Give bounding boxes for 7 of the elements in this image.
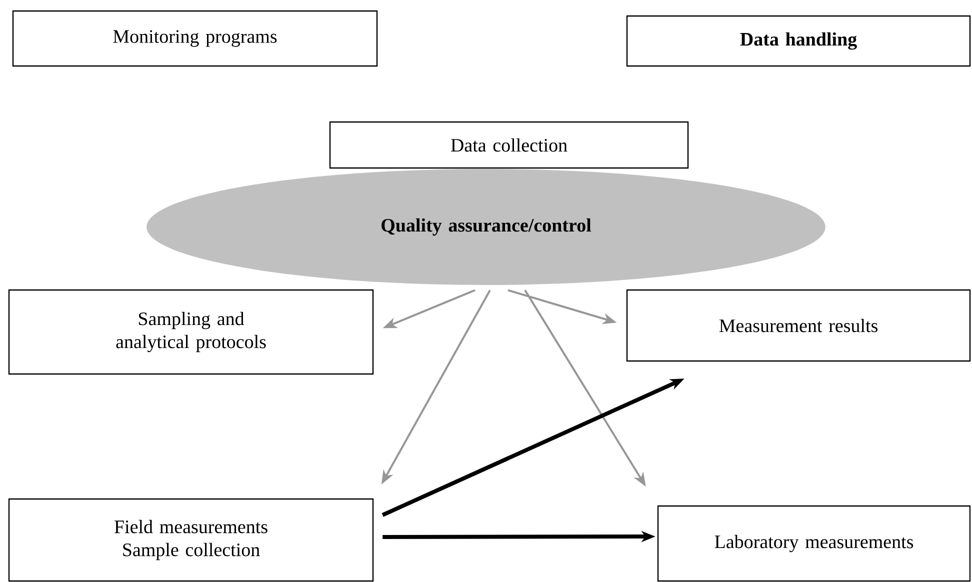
process-box: Data collection [329,121,689,169]
process-box: Field measurements Sample collection [8,498,374,582]
process-box: Monitoring programs [12,10,378,67]
process-box: Measurement results [626,289,971,362]
process-box: Sampling and analytical protocols [8,289,374,375]
process-box: Laboratory measurements [657,505,971,582]
process-box: Data handling [626,15,971,67]
